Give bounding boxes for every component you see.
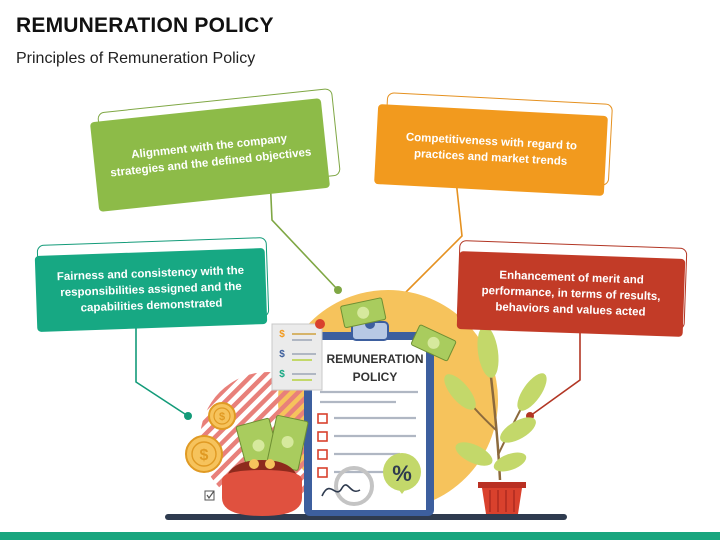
price-item-2-symbol: $ <box>279 349 285 360</box>
clipboard-icon <box>304 319 434 516</box>
connector-dot-teal <box>184 412 192 420</box>
plant-pot <box>478 482 526 514</box>
connector-dot-green <box>334 286 342 294</box>
principle-4-text: Enhancement of merit and performance, in… <box>481 268 661 319</box>
connector-red <box>529 330 581 417</box>
document-title: REMUNERATION POLICY <box>326 352 424 384</box>
principle-3-box: Fairness and consistency with the respon… <box>34 248 268 332</box>
coin-large-symbol: $ <box>200 447 209 464</box>
purse-icon <box>222 415 309 516</box>
principle-3-text: Fairness and consistency with the respon… <box>56 264 245 315</box>
slide-subtitle: Principles of Remuneration Policy <box>16 50 256 67</box>
banknote-icon <box>340 297 387 329</box>
connector-green <box>269 175 339 291</box>
principle-2-box: Competitiveness with regard to practices… <box>374 104 608 196</box>
plant-icon <box>444 326 547 481</box>
coin-icon <box>208 402 236 430</box>
connector-orange <box>401 179 463 297</box>
price-item-1-symbol: $ <box>279 329 285 340</box>
banknote-icon <box>410 324 457 362</box>
percent-symbol: % <box>392 461 412 486</box>
principle-2-text: Competitiveness with regard to practices… <box>405 131 578 168</box>
checkbox-icon <box>204 490 215 501</box>
price-item-3-symbol: $ <box>279 369 285 380</box>
bottom-accent-strip <box>0 532 720 540</box>
price-list-card <box>271 319 325 391</box>
principle-4-box: Enhancement of merit and performance, in… <box>456 251 686 337</box>
slide-title: REMUNERATION POLICY <box>16 14 274 37</box>
principle-1-text: Alignment with the company strategies an… <box>109 132 312 180</box>
coin-small-symbol: $ <box>219 411 225 423</box>
coin-icon <box>185 435 223 473</box>
connector-teal <box>135 320 189 417</box>
